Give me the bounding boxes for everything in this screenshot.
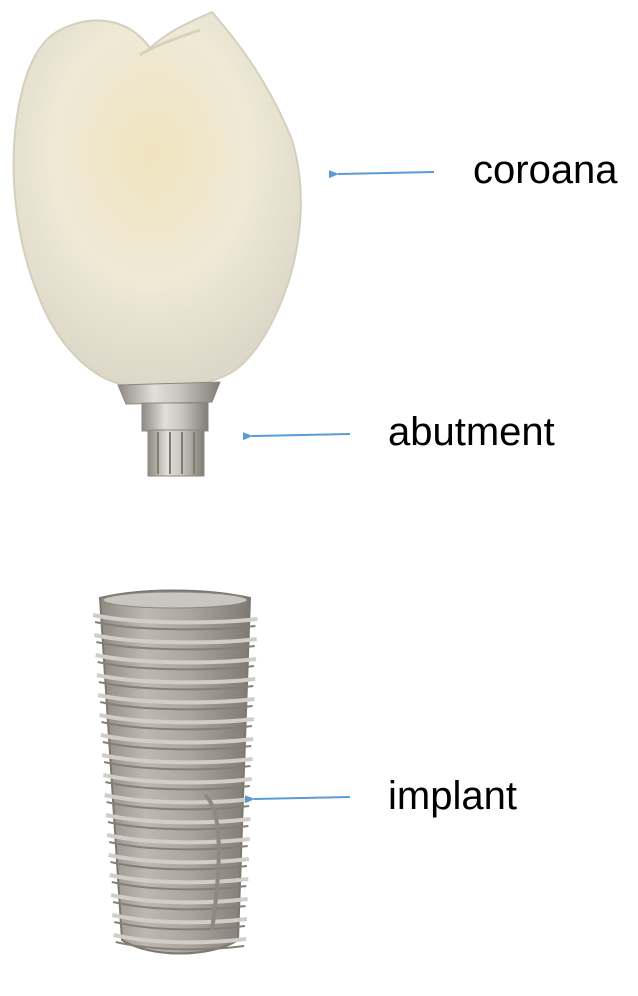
- crown-label: coroana: [473, 150, 618, 190]
- implant-label: implant: [388, 776, 517, 816]
- abutment-label: abutment: [388, 412, 555, 452]
- implant-arrow: [254, 797, 350, 799]
- crown: [14, 12, 301, 386]
- implant: [93, 591, 257, 954]
- abutment-arrow: [252, 434, 350, 436]
- abutment: [118, 382, 220, 476]
- crown-arrow: [338, 172, 434, 174]
